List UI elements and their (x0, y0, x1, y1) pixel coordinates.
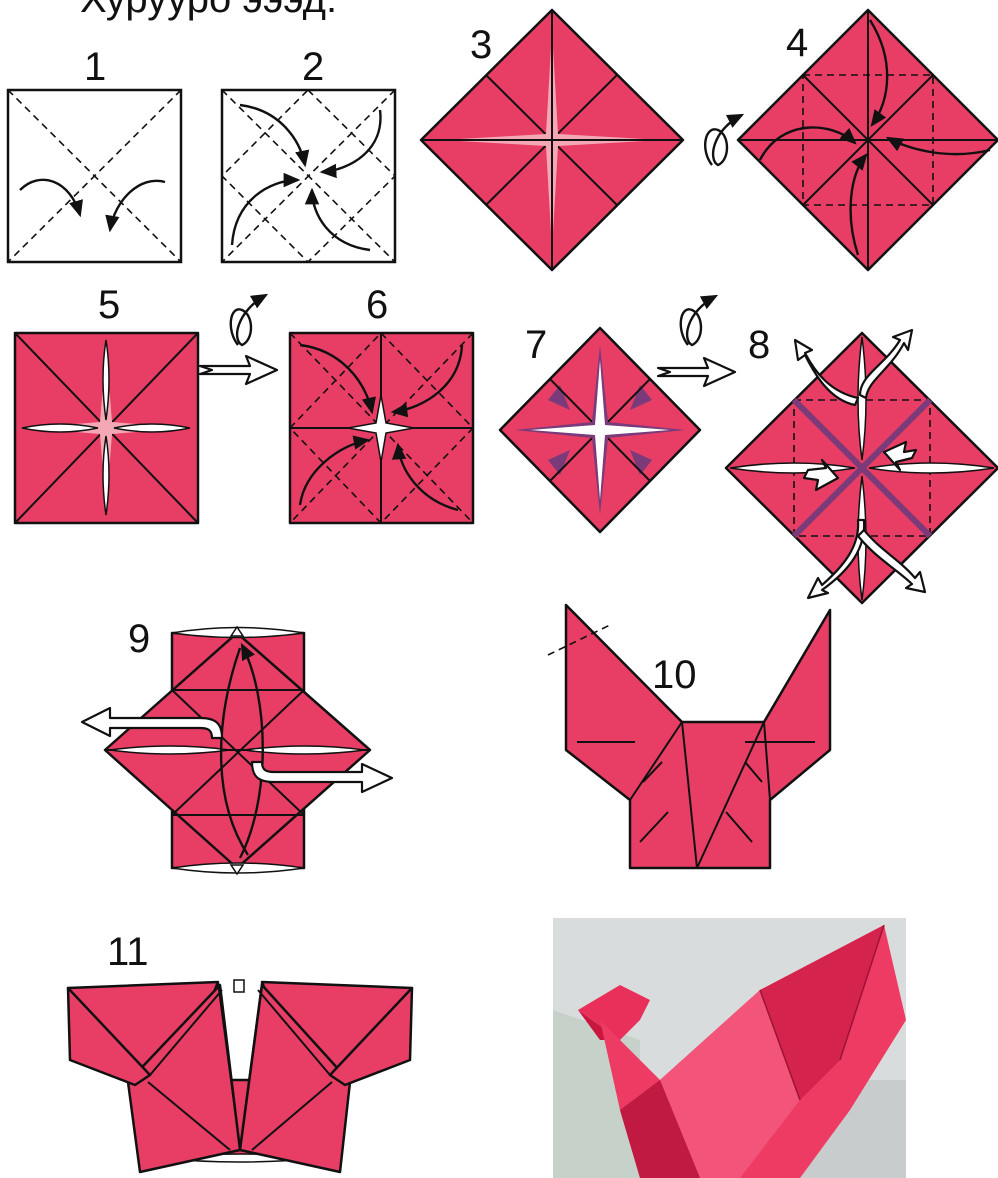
finished-model-photo (553, 918, 906, 1178)
step-3: 3 (421, 10, 683, 270)
step-6: 6 (290, 283, 473, 523)
step-number: 6 (366, 283, 388, 327)
step-number: 5 (98, 283, 120, 327)
flip-over-icon (681, 296, 716, 345)
page-title: Хурууро эээд: (80, 0, 337, 21)
step-9: 9 (82, 617, 392, 874)
next-step-arrow-icon (658, 358, 735, 386)
step-number: 3 (470, 23, 492, 67)
step-number: 10 (652, 653, 697, 697)
step-number: 2 (302, 45, 324, 89)
step-number: 4 (786, 21, 808, 65)
step-8: 8 (726, 323, 998, 603)
step-5: 5 (15, 283, 198, 523)
step-number: 1 (84, 45, 106, 89)
step-1: 1 (8, 45, 181, 262)
step-7: 7 (500, 323, 700, 532)
flip-over-icon (705, 115, 742, 165)
next-step-arrow-icon (200, 356, 277, 384)
step-4: 4 (738, 10, 998, 270)
step-number: 7 (525, 323, 547, 367)
step-2: 2 (222, 45, 395, 262)
step-number: 11 (107, 930, 149, 974)
step-10: 10 (548, 605, 830, 868)
flip-over-icon (231, 295, 266, 345)
step-11: 11 (68, 930, 412, 1172)
step-number: 9 (128, 617, 150, 661)
step-number: 8 (748, 323, 770, 367)
